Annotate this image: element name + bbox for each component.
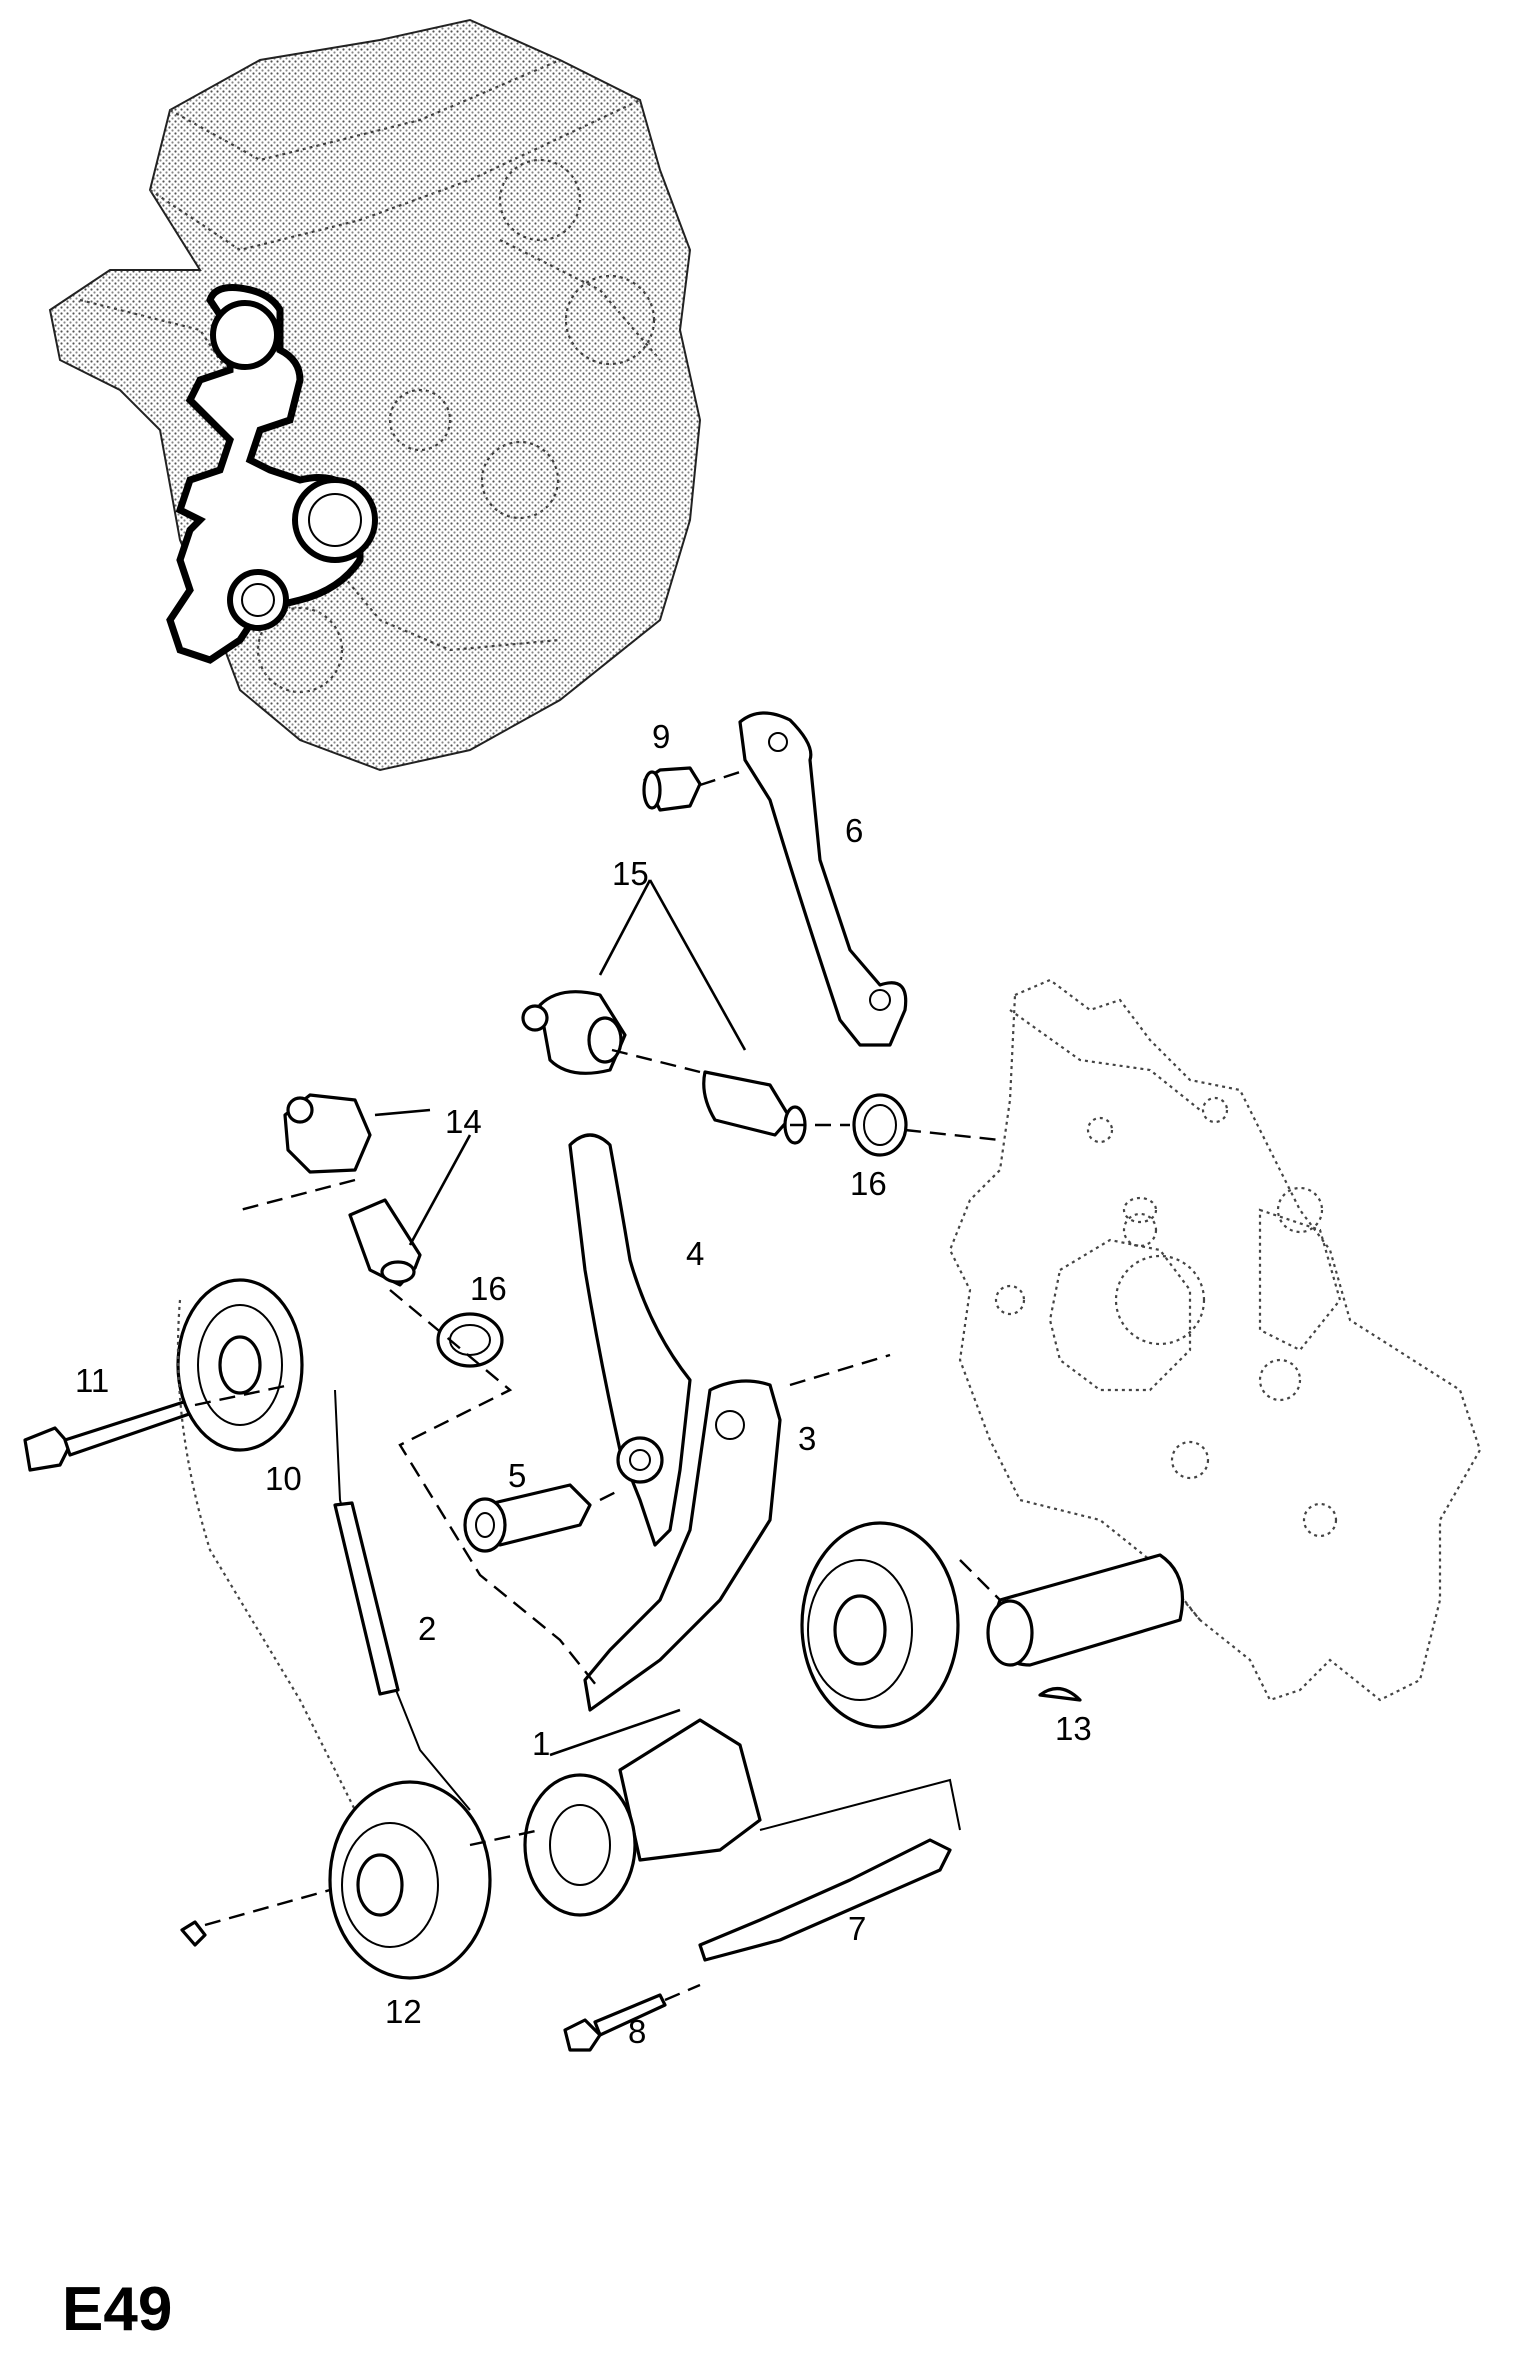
part-2-timing-chain: [176, 1299, 471, 1821]
callout-8: 8: [628, 2013, 646, 2050]
callout-6: 6: [845, 812, 863, 849]
engine-block-illustration: [948, 978, 1482, 1702]
part-7-lower-guide-rail: [698, 1838, 952, 1962]
diagram-code: E49: [62, 2275, 172, 2344]
leader-lines: [374, 879, 747, 1757]
part-16-seal-ring-upper: [852, 1093, 908, 1157]
part-5-pin: [463, 1483, 592, 1553]
part-13-woodruff-key: [1038, 1687, 1082, 1702]
callout-16-lower: 16: [470, 1270, 507, 1307]
callout-14: 14: [445, 1103, 482, 1140]
part-16-seal-ring-lower: [436, 1312, 504, 1368]
callout-1: 1: [532, 1725, 550, 1762]
callout-4: 4: [686, 1235, 704, 1272]
part-11-bolt: [23, 1398, 197, 1472]
callout-3: 3: [798, 1420, 816, 1457]
part-6-upper-guide-rail: [738, 711, 908, 1047]
part-4-tensioner-rail: [568, 1133, 692, 1547]
callout-10: 10: [265, 1460, 302, 1497]
callout-5: 5: [508, 1457, 526, 1494]
callout-16-upper: 16: [850, 1165, 887, 1202]
callout-11: 11: [75, 1362, 109, 1399]
callout-7: 7: [848, 1910, 866, 1947]
engine-overview-illustration: [48, 18, 702, 772]
assembly-lines: [194, 770, 1001, 2002]
part-8-bolt: [563, 1993, 667, 2052]
part-14-lower-tensioner: [283, 1093, 422, 1287]
part-15-upper-tensioner: [521, 990, 807, 1145]
callout-15: 15: [612, 855, 649, 892]
loose-bolt: [180, 1920, 207, 1947]
callout-labels: 9 6 15 14 16 4 16 11 3 10 5 2 1 13 7 12 …: [75, 718, 1092, 2050]
part-1-crank-sprocket: [523, 1521, 961, 1917]
part-10-camshaft-sprocket: [176, 1278, 304, 1452]
callout-9: 9: [652, 718, 670, 755]
callout-13: 13: [1055, 1710, 1092, 1747]
callout-2: 2: [418, 1610, 436, 1647]
timing-cover-outline: [166, 284, 364, 664]
part-12-lower-sprocket: [328, 1780, 492, 1980]
part-3-tensioner-arm: [583, 1379, 782, 1712]
callout-12: 12: [385, 1993, 422, 2030]
part-9-bolt: [642, 766, 702, 812]
